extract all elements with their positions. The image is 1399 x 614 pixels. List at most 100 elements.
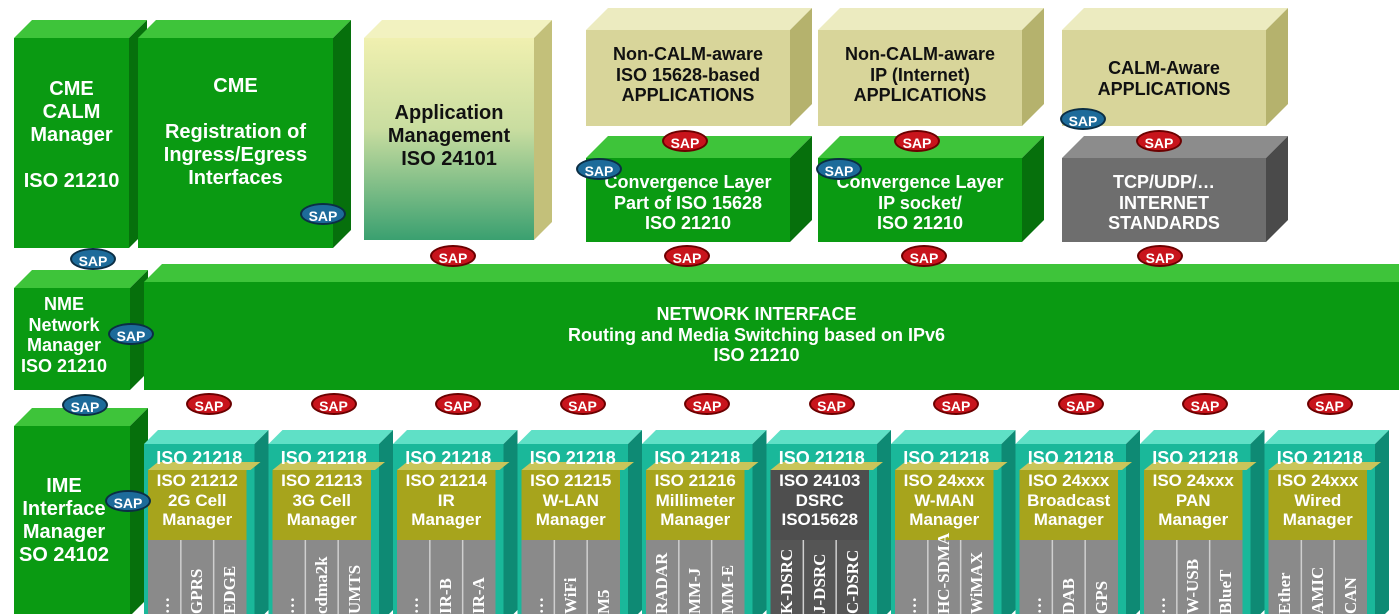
interface-3-manager-label: ISO 21215 W-LAN Manager [530, 471, 612, 530]
interface-4-media-area [646, 540, 745, 614]
nme-ime-sap: SAP [62, 394, 108, 416]
interface-3-media-area [521, 540, 620, 614]
interface-0-frame-top [144, 430, 269, 444]
interface-4-frame-top [642, 430, 767, 444]
convergence-15628-sap: SAP [664, 245, 710, 267]
ime-interface-sap: SAP [105, 490, 151, 512]
interface-3-medium-2: M5 [593, 589, 613, 614]
non-calm-15628-label: Non-CALM-aware ISO 15628-based APPLICATI… [612, 44, 763, 106]
non-calm-15628-sap: SAP [662, 130, 708, 152]
interface-2-medium-1: IR-B [436, 578, 456, 614]
interface-4-medium-0: RADAR [652, 552, 672, 614]
interface-6-frame-top [891, 430, 1016, 444]
interface-8-medium-1: W-USB [1183, 558, 1203, 614]
interface-1-frame-top [268, 430, 393, 444]
interface-4-manager-top [646, 462, 759, 470]
interface-9-frame-top [1264, 430, 1389, 444]
calm-aware-box-top [1062, 8, 1288, 30]
interface-2-manager-label: ISO 21214 IR Manager [405, 471, 487, 530]
interface-5-manager-label: ISO 24103 DSRC ISO15628 [779, 471, 861, 530]
interface-4-manager [646, 470, 745, 540]
interface-6-sap: SAP [933, 393, 979, 415]
interface-3-frame-side [628, 430, 642, 614]
application-management-box [364, 38, 534, 240]
ime-box-side [130, 408, 148, 614]
network-interface-box [144, 282, 1399, 390]
cme-calm-label: CME CALM Manager ISO 21210 [23, 78, 120, 192]
tcp-udp-box-side [1266, 136, 1288, 242]
interface-5-manager-top [770, 462, 883, 470]
interface-6-medium-0: … [901, 597, 921, 614]
interface-9-medium-2: CAN [1340, 577, 1360, 614]
tcp-udp-box [1062, 158, 1266, 242]
interface-4-frame-side [752, 430, 767, 614]
cme-registration-box-side [333, 20, 351, 248]
interface-9-medium-0: Ether [1274, 572, 1294, 614]
non-calm-ip-box-side [1022, 8, 1044, 126]
interface-9-medium-1: AMIC [1307, 566, 1327, 614]
cme-registration-label: CME Registration of Ingress/Egress Inter… [163, 75, 308, 189]
interface-5-frame-top [766, 430, 891, 444]
interface-8-media-area [1144, 540, 1243, 614]
application-management-box-top [364, 20, 552, 38]
non-calm-ip-sap: SAP [894, 130, 940, 152]
interface-8-medium-0: … [1150, 597, 1170, 614]
interface-1-medium-1: cdma2k [311, 556, 331, 614]
convergence-ip-label: Convergence Layer IP socket/ ISO 21210 [836, 172, 1004, 234]
non-calm-15628-box-side [790, 8, 812, 126]
interface-5-sap: SAP [808, 393, 855, 415]
interface-7-manager-label: ISO 24xxx Broadcast Manager [1027, 471, 1111, 530]
interface-9-manager-top [1268, 462, 1381, 470]
interface-3-manager [521, 470, 620, 540]
interface-7-frame-side [1126, 430, 1140, 614]
interface-2-standard-label: ISO 21218 [405, 448, 492, 468]
non-calm-ip-box-top [818, 8, 1044, 30]
interface-9-sap: SAP [1306, 393, 1353, 415]
cme-registration-sap: SAP [300, 203, 346, 225]
interface-1-medium-0: … [278, 597, 298, 614]
interface-9-frame-side [1375, 430, 1389, 614]
ime-box-top [14, 408, 148, 426]
interface-0-medium-1: GPRS [187, 568, 207, 614]
convergence-ip-box-side [1022, 136, 1044, 242]
cme-registration-box-top [138, 20, 351, 38]
interface-3-medium-0: … [527, 597, 547, 614]
interface-0-media-area [148, 540, 247, 614]
non-calm-ip-box [818, 30, 1022, 126]
interface-2-medium-0: … [403, 597, 423, 614]
interface-8-frame-side [1250, 430, 1265, 614]
interface-0-sap: SAP [186, 393, 232, 415]
convergence-15628-label: Convergence Layer Part of ISO 15628 ISO … [604, 172, 772, 234]
interface-4-standard-label: ISO 21218 [654, 448, 741, 468]
tcp-udp-sap: SAP [1137, 245, 1183, 267]
convergence-ip-left-sap: SAP [816, 158, 862, 180]
application-management-box-side [534, 20, 552, 240]
non-calm-15628-box-top [586, 8, 812, 30]
cme-calm-box-top [14, 20, 147, 38]
interface-8-standard-label: ISO 21218 [1152, 448, 1239, 468]
interface-1-frame-side [379, 430, 393, 614]
interface-7-medium-2: GPS [1091, 580, 1111, 614]
nme-network-sap: SAP [108, 323, 154, 345]
non-calm-ip-label: Non-CALM-aware IP (Internet) APPLICATION… [844, 44, 995, 106]
interface-3-sap: SAP [559, 393, 606, 415]
interface-6-manager-label: ISO 24xxx W-MAN Manager [903, 471, 985, 530]
interface-2-manager-top [397, 462, 510, 470]
tcp-udp-label: TCP/UDP/… INTERNET STANDARDS [1108, 172, 1220, 234]
application-management-sap: SAP [430, 245, 476, 267]
interface-0-manager-label: ISO 21212 2G Cell Manager [156, 471, 238, 530]
interface-5-medium-1: J-DSRC [809, 553, 829, 614]
interface-1-media-area [272, 540, 371, 614]
interface-5-medium-2: C-DSRC [842, 549, 862, 614]
cme-calm-box [14, 38, 129, 248]
calm-aware-box-side [1266, 8, 1288, 126]
interface-4-medium-1: MM-J [685, 567, 705, 614]
interface-0-standard-label: ISO 21218 [156, 448, 243, 468]
interface-7-frame-top [1015, 430, 1140, 444]
interface-9-manager-label: ISO 24xxx Wired Manager [1277, 471, 1359, 530]
interface-0-manager-top [148, 462, 261, 470]
interface-6-manager-top [895, 462, 1008, 470]
calm-aware-sap: SAP [1136, 130, 1182, 152]
interface-3-frame-top [517, 430, 642, 444]
calm-aware-label: CALM-Aware APPLICATIONS [1097, 58, 1231, 99]
